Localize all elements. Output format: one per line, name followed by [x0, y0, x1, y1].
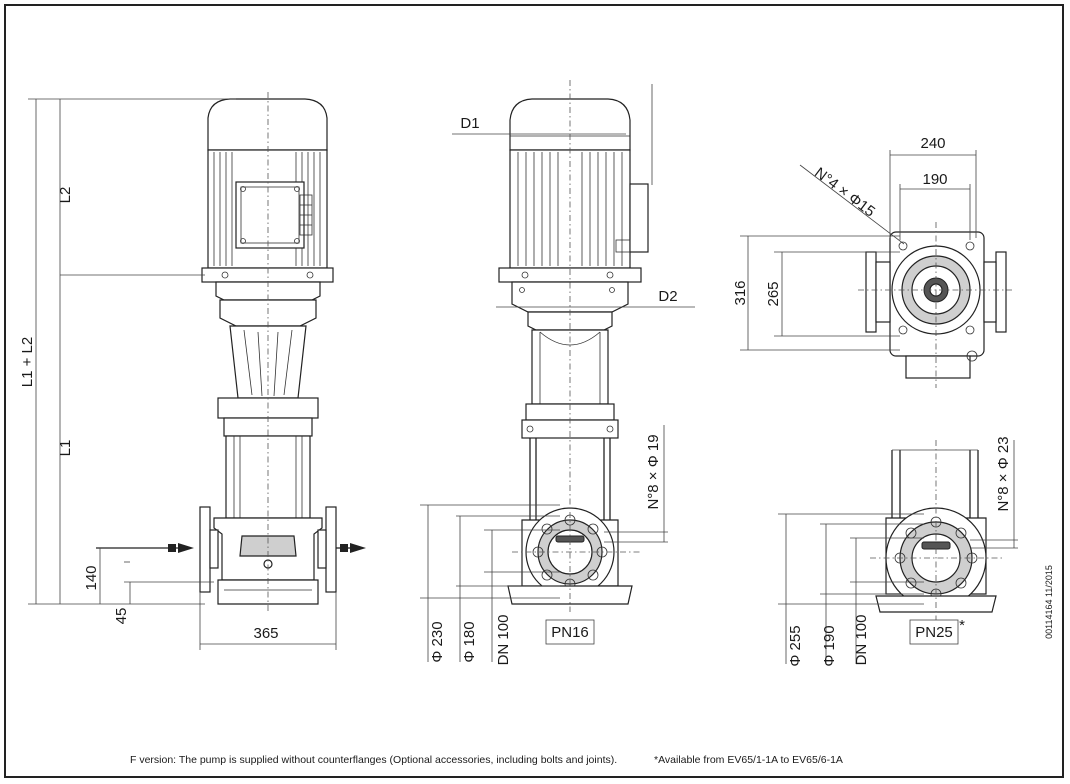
f-version-note: F version: The pump is supplied without … — [130, 754, 617, 766]
dim-45: 45 — [113, 608, 130, 625]
availability-note: *Available from EV65/1-1A to EV65/6-1A — [654, 754, 843, 766]
dim-d2: D2 — [658, 288, 677, 305]
pn25-flange-view — [778, 440, 1018, 664]
pn25-nominal: DN 100 — [853, 615, 870, 666]
side-view — [28, 92, 366, 650]
dim-holes-pn25: N°8 × Φ 23 — [995, 436, 1012, 511]
drawing-code: 00114164 11/2015 — [1044, 565, 1054, 639]
pn16-box — [545, 619, 595, 645]
pn25-bolt-circle: Φ 190 — [821, 625, 838, 666]
dim-bolt-holes-top: N°4 × Φ15 — [811, 164, 878, 220]
dim-365: 365 — [253, 625, 278, 642]
front-view — [420, 80, 695, 662]
pn25-box — [909, 619, 959, 645]
dim-265: 265 — [765, 281, 782, 306]
dim-190-top: 190 — [922, 171, 947, 188]
pn16-flange-outer: Φ 230 — [429, 621, 446, 662]
plan-view — [740, 150, 1012, 388]
dim-l2: L2 — [57, 187, 74, 204]
dim-316: 316 — [732, 280, 749, 305]
dim-l1-plus-l2: L1 + L2 — [19, 337, 36, 387]
pn16-bolt-circle: Φ 180 — [461, 621, 478, 662]
dim-d1: D1 — [460, 115, 479, 132]
pn25-asterisk: * — [959, 617, 965, 634]
pn16-nominal: DN 100 — [495, 615, 512, 666]
dim-holes-pn16: N°8 × Φ 19 — [645, 434, 662, 509]
drawing-frame — [4, 4, 1064, 778]
pn25-rating: PN25 — [915, 624, 953, 641]
dim-140: 140 — [83, 565, 100, 590]
pn16-rating: PN16 — [551, 624, 589, 641]
pn25-flange-outer: Φ 255 — [787, 625, 804, 666]
dim-l1: L1 — [57, 440, 74, 457]
dim-240: 240 — [920, 135, 945, 152]
